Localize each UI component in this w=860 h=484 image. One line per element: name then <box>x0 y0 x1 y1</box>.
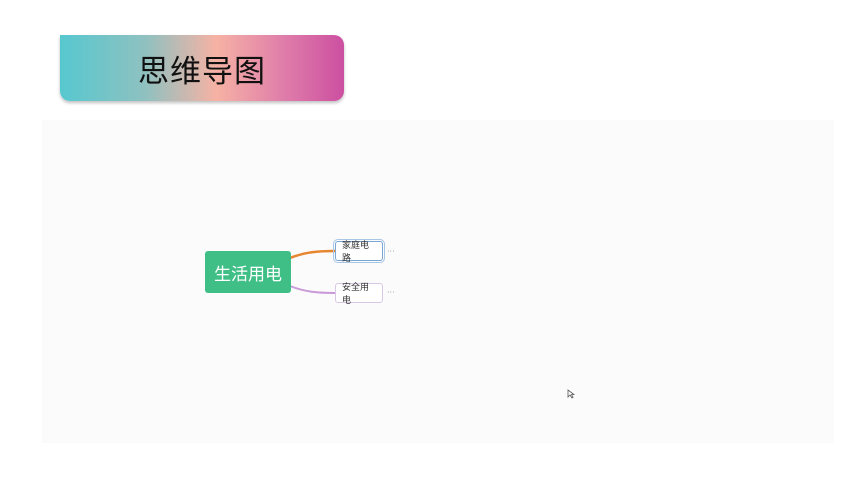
mindmap-root-node[interactable]: 生活用电 <box>205 251 291 293</box>
title-banner: 思维导图 <box>60 35 344 101</box>
mindmap-branch-node[interactable]: 安全用电 <box>335 283 383 306</box>
branch-label: 家庭电路 <box>342 241 370 264</box>
branch-label: 安全用电 <box>342 283 370 306</box>
branch-link-safe-electricity <box>289 285 336 294</box>
branch-link-home-circuit <box>289 249 336 260</box>
mouse-pointer-icon <box>567 389 575 399</box>
mindmap-branch-node[interactable]: 家庭电路 <box>333 239 385 264</box>
collapsed-children-indicator[interactable]: ··· <box>387 288 395 297</box>
mindmap-canvas[interactable] <box>42 120 834 443</box>
page-title: 思维导图 <box>138 53 266 90</box>
collapsed-children-indicator[interactable]: ··· <box>387 247 395 256</box>
